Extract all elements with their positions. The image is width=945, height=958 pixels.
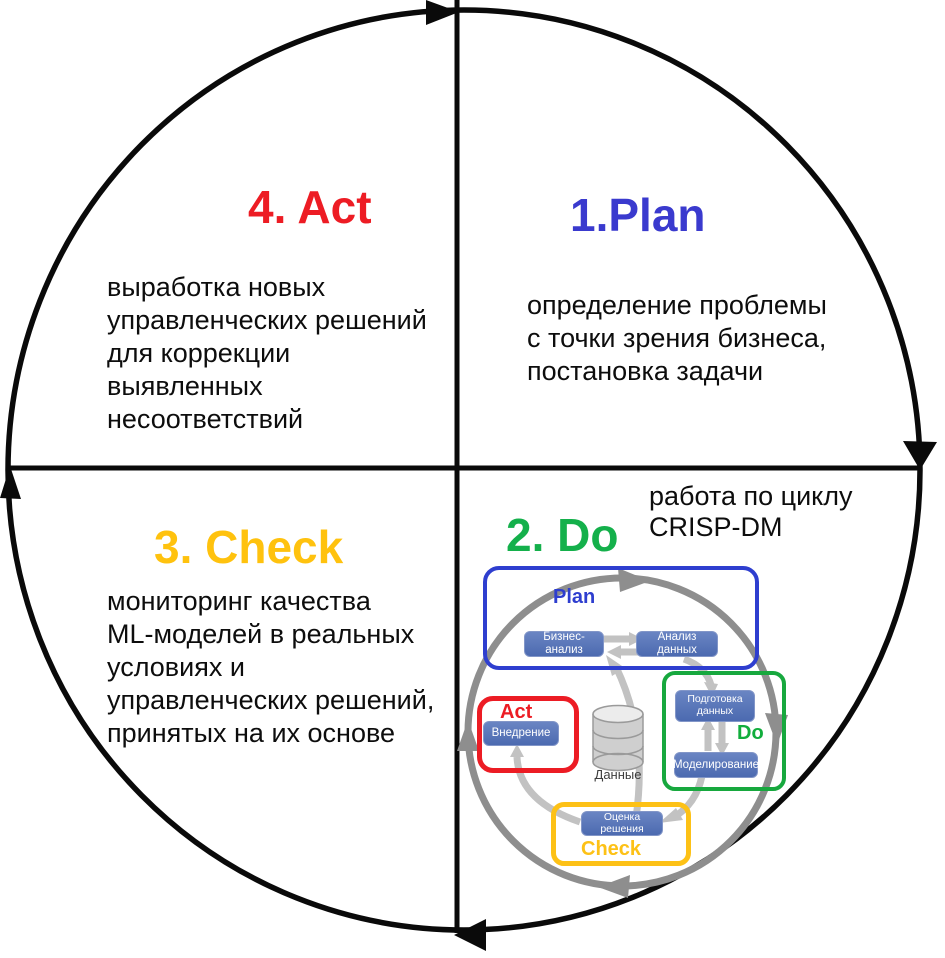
- arrow-eval-to-deploy: [513, 756, 582, 826]
- arrow-left-icon: [0, 466, 21, 499]
- cycle-arrow-left-icon: [457, 720, 479, 751]
- crispdm-process-arrowheads: [510, 632, 729, 823]
- node-data-analysis: Анализ данных: [636, 631, 718, 657]
- crispdm-act-group: [477, 696, 579, 773]
- quadrant-do-title: 2. Do: [506, 509, 619, 561]
- node-modeling: Моделирование: [673, 752, 759, 778]
- arrow-right-icon: [903, 441, 937, 470]
- quadrant-check-title: 3. Check: [154, 521, 344, 573]
- crispdm-do-group: [662, 671, 786, 791]
- crispdm-cycle-circle: [457, 568, 788, 898]
- cycle-arrow-top-icon: [618, 568, 650, 592]
- quadrant-plan-title: 1.Plan: [570, 189, 706, 241]
- database-icon: [592, 704, 644, 772]
- quadrant-check-description: мониторинг качества ML-моделей в реальны…: [107, 586, 435, 748]
- node-data-preparation: Подготовка данных: [675, 690, 755, 722]
- quadrant-act-description: выработка новых управленческих решений д…: [107, 272, 427, 434]
- pdca-circle: [5, 0, 923, 933]
- crispdm-plan-label: Plan: [553, 586, 596, 608]
- database-label: Данные: [594, 767, 642, 782]
- crispdm-check-label: Check: [581, 838, 642, 860]
- cycle-arrow-bottom-icon: [598, 875, 630, 898]
- node-deployment: Внедрение: [483, 721, 559, 746]
- arrow-top-icon: [426, 0, 459, 25]
- quadrant-act-title: 4. Act: [248, 181, 372, 233]
- node-evaluation: Оценка решения: [581, 811, 663, 836]
- quadrant-plan-description: определение проблемы с точки зрения бизн…: [527, 290, 827, 386]
- crispdm-check-group: [551, 802, 691, 866]
- crispdm-plan-group: [483, 566, 759, 670]
- crispdm-do-label: Do: [737, 722, 764, 744]
- node-business-analysis: Бизнес-анализ: [524, 631, 604, 657]
- crispdm-act-label: Act: [500, 701, 533, 723]
- crispdm-cycle-note: работа по циклу CRISP-DM: [649, 481, 853, 542]
- arrow-bottom-icon: [454, 919, 486, 951]
